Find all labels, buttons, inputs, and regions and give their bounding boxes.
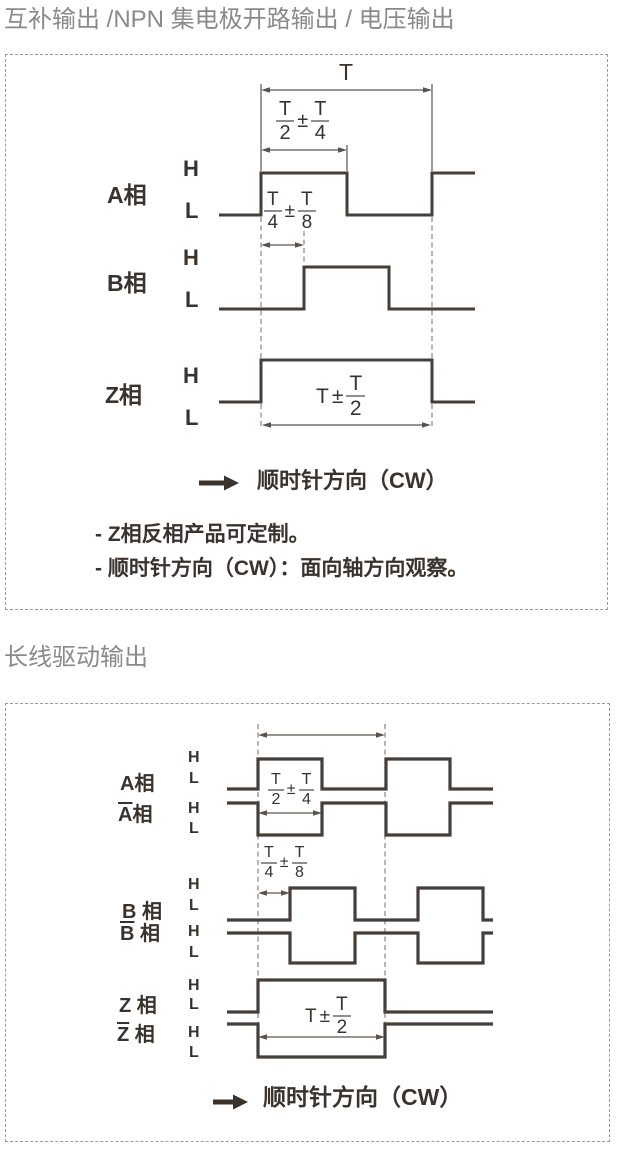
fraction-numerator: T xyxy=(291,845,308,864)
cw-direction-label-1: 顺时针方向（CW） xyxy=(257,468,448,493)
phase-b-inv-low-label: L xyxy=(189,944,199,961)
phase-a-low-label: L xyxy=(185,198,199,223)
plus-minus-sign: ± xyxy=(319,1005,331,1027)
phase-a2-high-label: H xyxy=(188,749,200,766)
phase-z-inv-high-label: H xyxy=(188,1024,200,1041)
phase-a-inv-label: A相 xyxy=(118,805,152,825)
phase-a-label-2: A相 xyxy=(120,773,155,795)
section2-title: 长线驱动输出 xyxy=(4,644,148,671)
fraction-numerator: T xyxy=(268,772,284,791)
fraction-numerator: T xyxy=(261,845,277,864)
cw-direction-label-2: 顺时针方向（CW） xyxy=(263,1084,463,1110)
plus-minus-sign: ± xyxy=(284,200,296,222)
phase-b-inv-label: B 相 xyxy=(120,924,160,944)
section1-diagram-box xyxy=(5,54,608,610)
phase-z-high-label: H xyxy=(183,363,199,388)
phase-a-label: A相 xyxy=(107,182,147,208)
phase-z-inv-low-label: L xyxy=(189,1044,199,1061)
phase-b-inv-high-label: H xyxy=(188,923,200,940)
fraction-numerator: T xyxy=(276,99,295,122)
overlined-letter: B xyxy=(120,923,135,945)
phase-b-label-2: B 相 xyxy=(122,901,162,923)
fraction-numerator: T xyxy=(298,190,316,212)
phase-suffix: 相 xyxy=(129,1024,155,1046)
lead-term: T xyxy=(316,384,329,408)
section1-title: 互补输出 /NPN 集电极开路输出 / 电压输出 xyxy=(4,6,455,33)
fraction-denominator: 8 xyxy=(301,212,313,233)
fraction-denominator: 2 xyxy=(271,791,281,808)
phase-b-label: B相 xyxy=(107,270,147,296)
phase-b-low-label: L xyxy=(185,287,199,312)
lead-term: T xyxy=(305,1005,317,1027)
plus-minus-sign: ± xyxy=(286,781,296,798)
note-z-invert: - Z相反相产品可定制。 xyxy=(95,523,310,546)
note-cw-view: - 顺时针方向（CW）：面向轴方向观察。 xyxy=(95,557,469,580)
fraction-denominator: 4 xyxy=(267,212,279,233)
phase-z-label-2: Z 相 xyxy=(119,995,157,1017)
phase-z-label: Z相 xyxy=(105,382,143,408)
phase-suffix: 相 xyxy=(134,923,161,945)
phase-a-inv-low-label: L xyxy=(189,820,199,837)
phase-a2-low-label: L xyxy=(189,770,199,787)
fraction-numerator: T xyxy=(346,373,366,397)
plus-minus-sign: ± xyxy=(297,110,309,132)
phase-z2-low-label: L xyxy=(189,996,199,1013)
fraction-numerator: T xyxy=(311,99,330,122)
phase-z2-high-label: H xyxy=(188,977,200,994)
fraction-denominator: 4 xyxy=(314,122,326,144)
phase-b2-high-label: H xyxy=(188,876,200,893)
fraction-denominator: 2 xyxy=(279,122,291,144)
overlined-letter: Z xyxy=(117,1024,130,1046)
fraction-denominator: 2 xyxy=(349,397,362,420)
fraction-denominator: 4 xyxy=(302,791,311,808)
fraction-numerator: T xyxy=(298,772,315,791)
phase-b-high-label: H xyxy=(183,245,199,270)
fraction-denominator: 4 xyxy=(264,864,274,881)
phase-a-high-label: H xyxy=(183,156,199,181)
phase-z-low-label: L xyxy=(185,405,199,430)
plus-minus-sign: ± xyxy=(279,854,289,871)
phase-a-inv-high-label: H xyxy=(188,800,200,817)
fraction-denominator: 2 xyxy=(336,1017,348,1038)
phase-z-inv-label: Z 相 xyxy=(117,1025,155,1045)
fraction-numerator: T xyxy=(264,190,282,212)
section2-diagram-box xyxy=(5,703,610,1142)
period-t-label: T xyxy=(339,59,354,85)
overlined-letter: A xyxy=(118,804,133,826)
plus-minus-sign: ± xyxy=(331,384,344,408)
phase-b2-low-label: L xyxy=(189,897,199,914)
fraction-denominator: 8 xyxy=(295,864,304,881)
phase-suffix: 相 xyxy=(132,804,153,826)
fraction-numerator: T xyxy=(333,995,351,1017)
